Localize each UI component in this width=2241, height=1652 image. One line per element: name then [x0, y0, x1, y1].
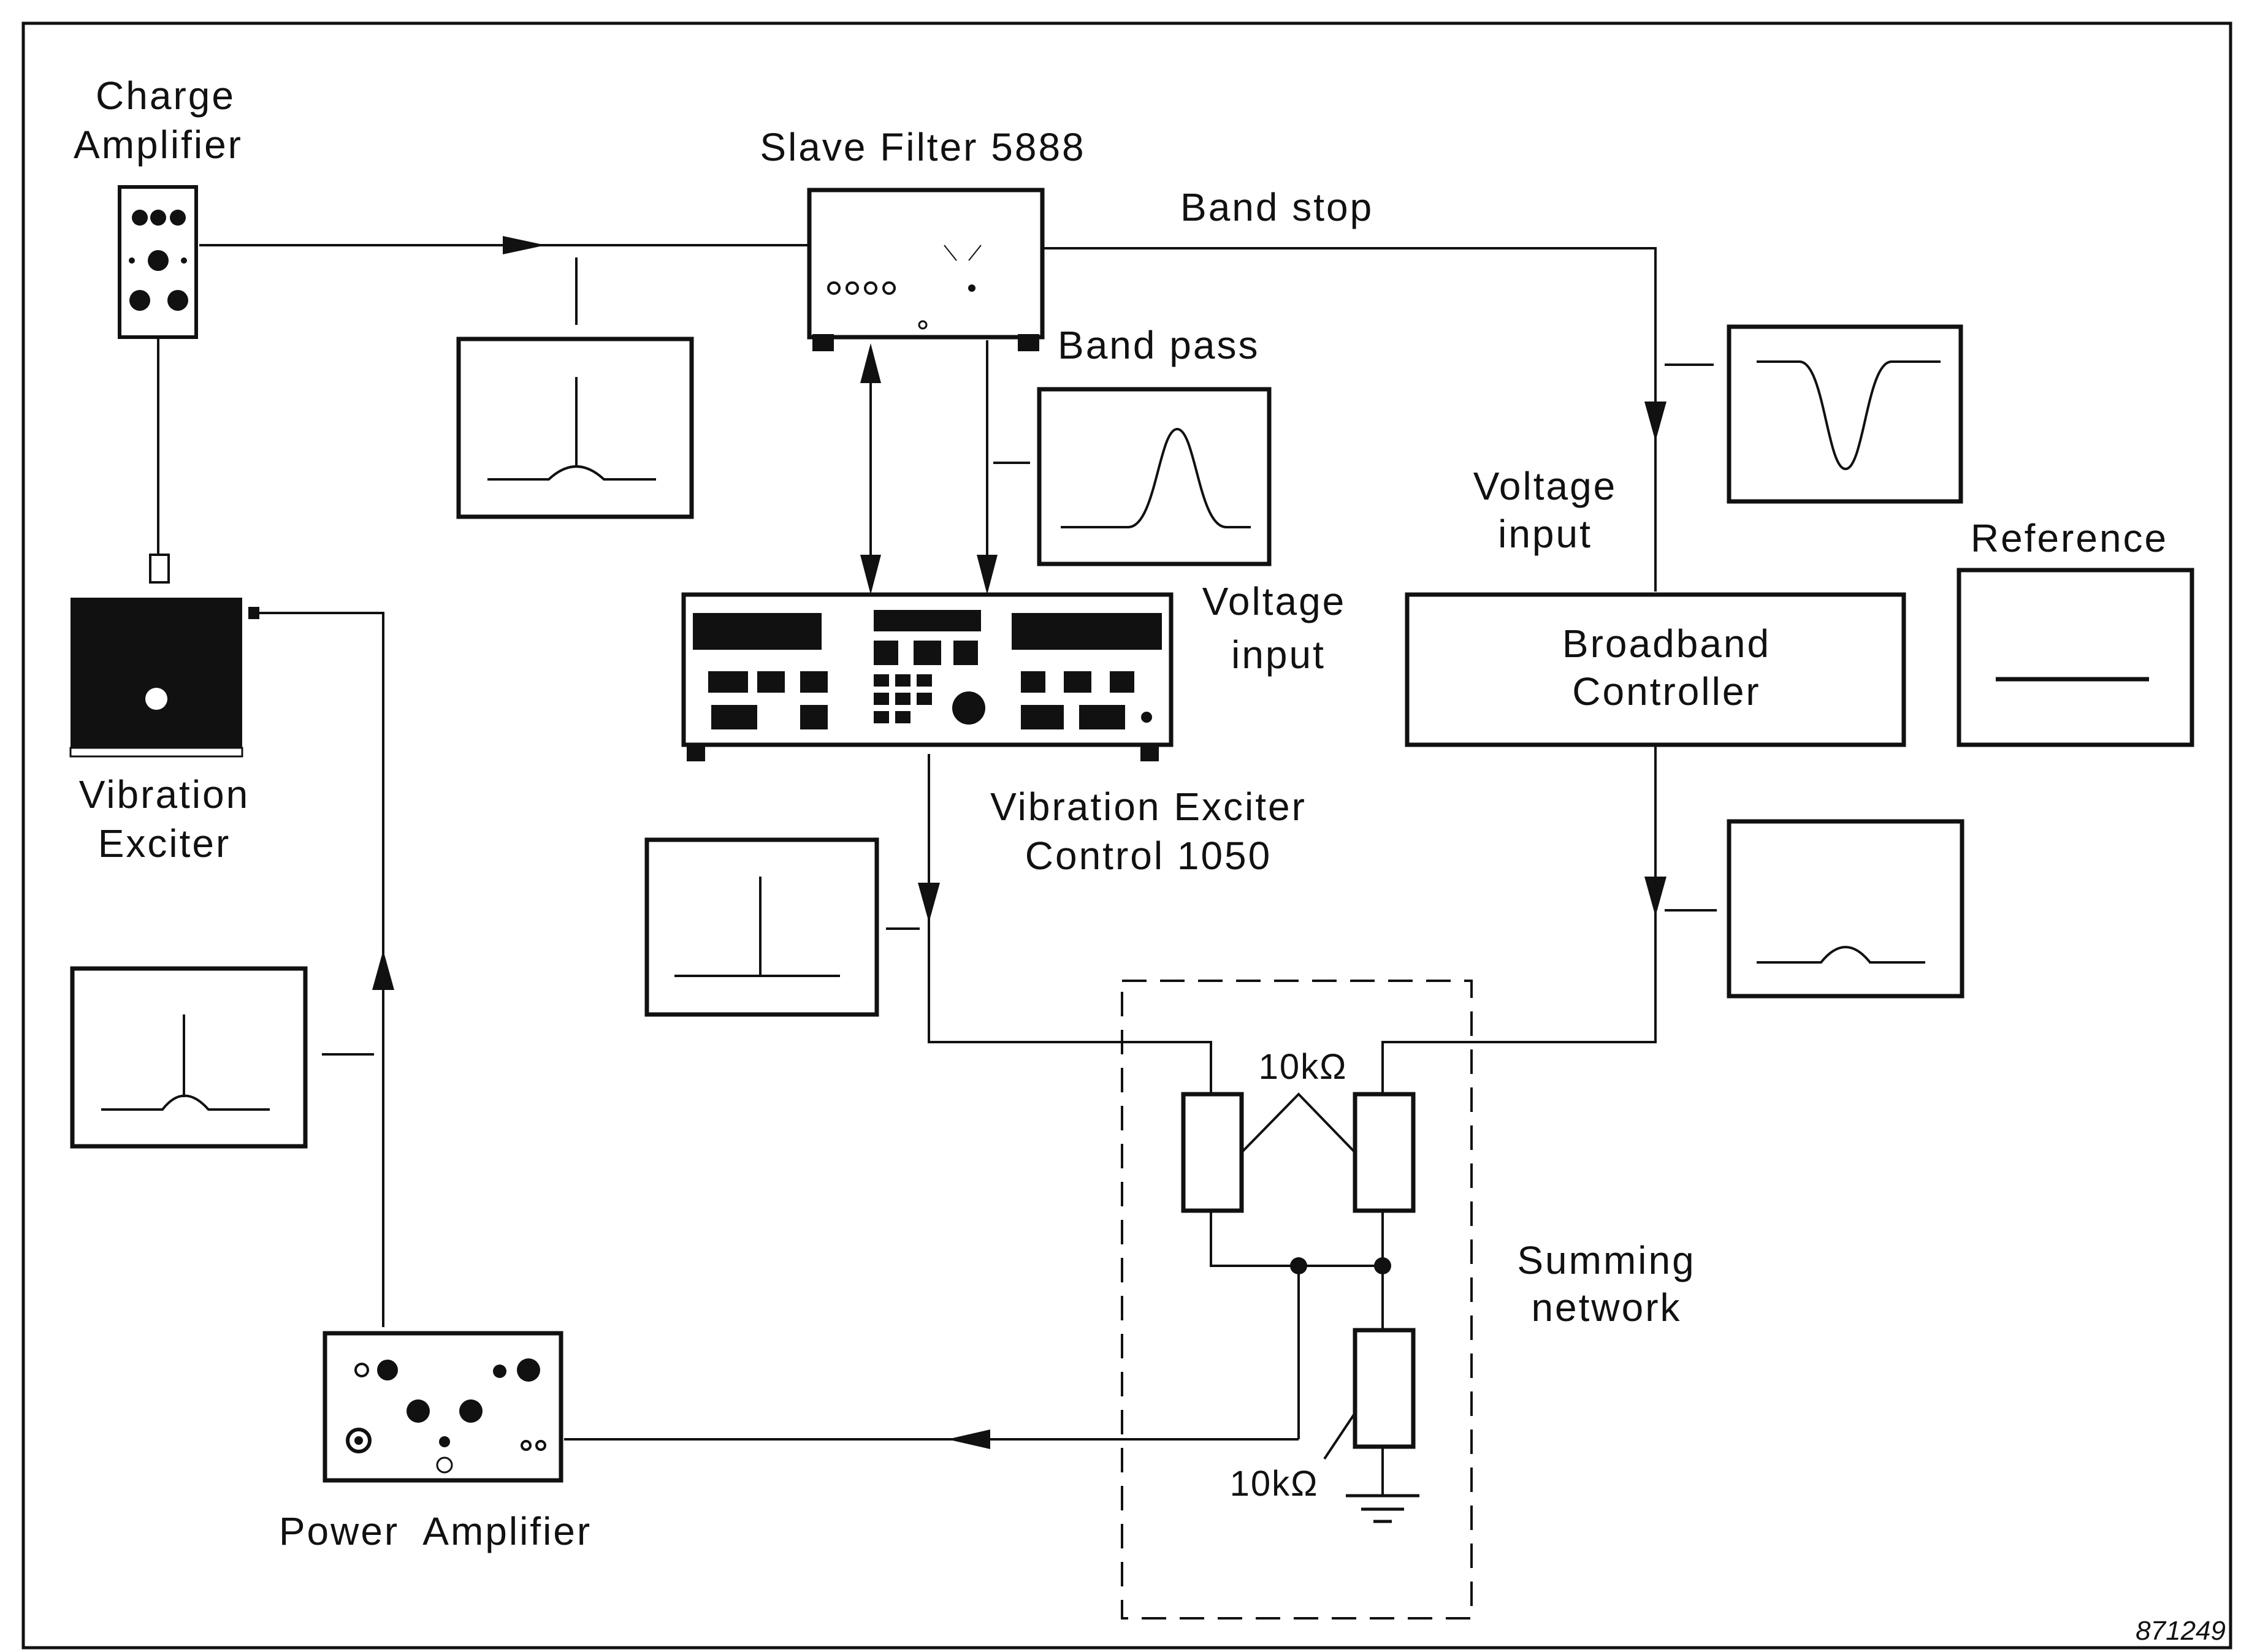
band-stop-label: Band stop [1180, 185, 1373, 229]
scope-drive-signal [70, 966, 308, 1149]
resistor-ground [1353, 1328, 1416, 1449]
resistor-value-label: 10kΩ [1259, 1047, 1348, 1087]
voltage-input-right-label: input [1498, 512, 1592, 556]
junction-node [1374, 1257, 1391, 1274]
broadband-controller-label: Controller [1572, 669, 1760, 714]
figure-frame [21, 21, 2232, 1650]
vibration-exciter-label: Vibration [79, 772, 250, 816]
vibration-exciter-control-label: Control 1050 [1025, 834, 1272, 878]
broadband-controller-label: Broadband [1562, 622, 1771, 666]
summing-network-label: network [1531, 1285, 1681, 1330]
broadband-controller [1405, 592, 1906, 747]
scope-band-pass [1037, 387, 1272, 566]
slave-filter-device [807, 188, 1045, 351]
charge-amplifier-label: Charge [96, 74, 235, 118]
resistor-right [1353, 1092, 1416, 1213]
scope-band-stop [1727, 324, 1963, 504]
summing-network [1121, 980, 1473, 1620]
figure-number: 871249 [2136, 1616, 2226, 1646]
voltage-input-left-label: Voltage [1202, 579, 1346, 623]
power-amplifier-device [323, 1331, 563, 1483]
voltage-input-right-label: Voltage [1473, 464, 1617, 508]
charge-amplifier [118, 185, 198, 339]
ground-icon [1346, 1494, 1419, 1523]
resistor-value-label: 10kΩ [1230, 1464, 1319, 1504]
charge-amplifier-label: Amplifier [74, 123, 243, 167]
vibration-exciter-control-device [681, 592, 1174, 761]
power-amplifier-label: Power Amplifier [279, 1509, 592, 1553]
resistor-left [1181, 1092, 1244, 1213]
junction-node [1290, 1257, 1307, 1274]
vibration-exciter-label: Exciter [98, 821, 231, 866]
scope-controller-output [1727, 819, 1964, 999]
summing-network-label: Summing [1517, 1238, 1695, 1282]
band-pass-label: Band pass [1058, 323, 1259, 367]
vibration-exciter-control-label: Vibration Exciter [990, 785, 1307, 829]
scope-input-spectrum [456, 337, 694, 519]
slave-filter-label: Slave Filter 5888 [760, 125, 1085, 169]
scope-vec-output [644, 837, 879, 1017]
vibration-exciter-device [69, 554, 259, 758]
arrowheads [372, 236, 1666, 1449]
scope-reference [1957, 568, 2194, 747]
reference-label: Reference [1971, 516, 2168, 560]
voltage-input-left-label: input [1231, 633, 1326, 677]
signal-wires [157, 244, 1717, 1496]
